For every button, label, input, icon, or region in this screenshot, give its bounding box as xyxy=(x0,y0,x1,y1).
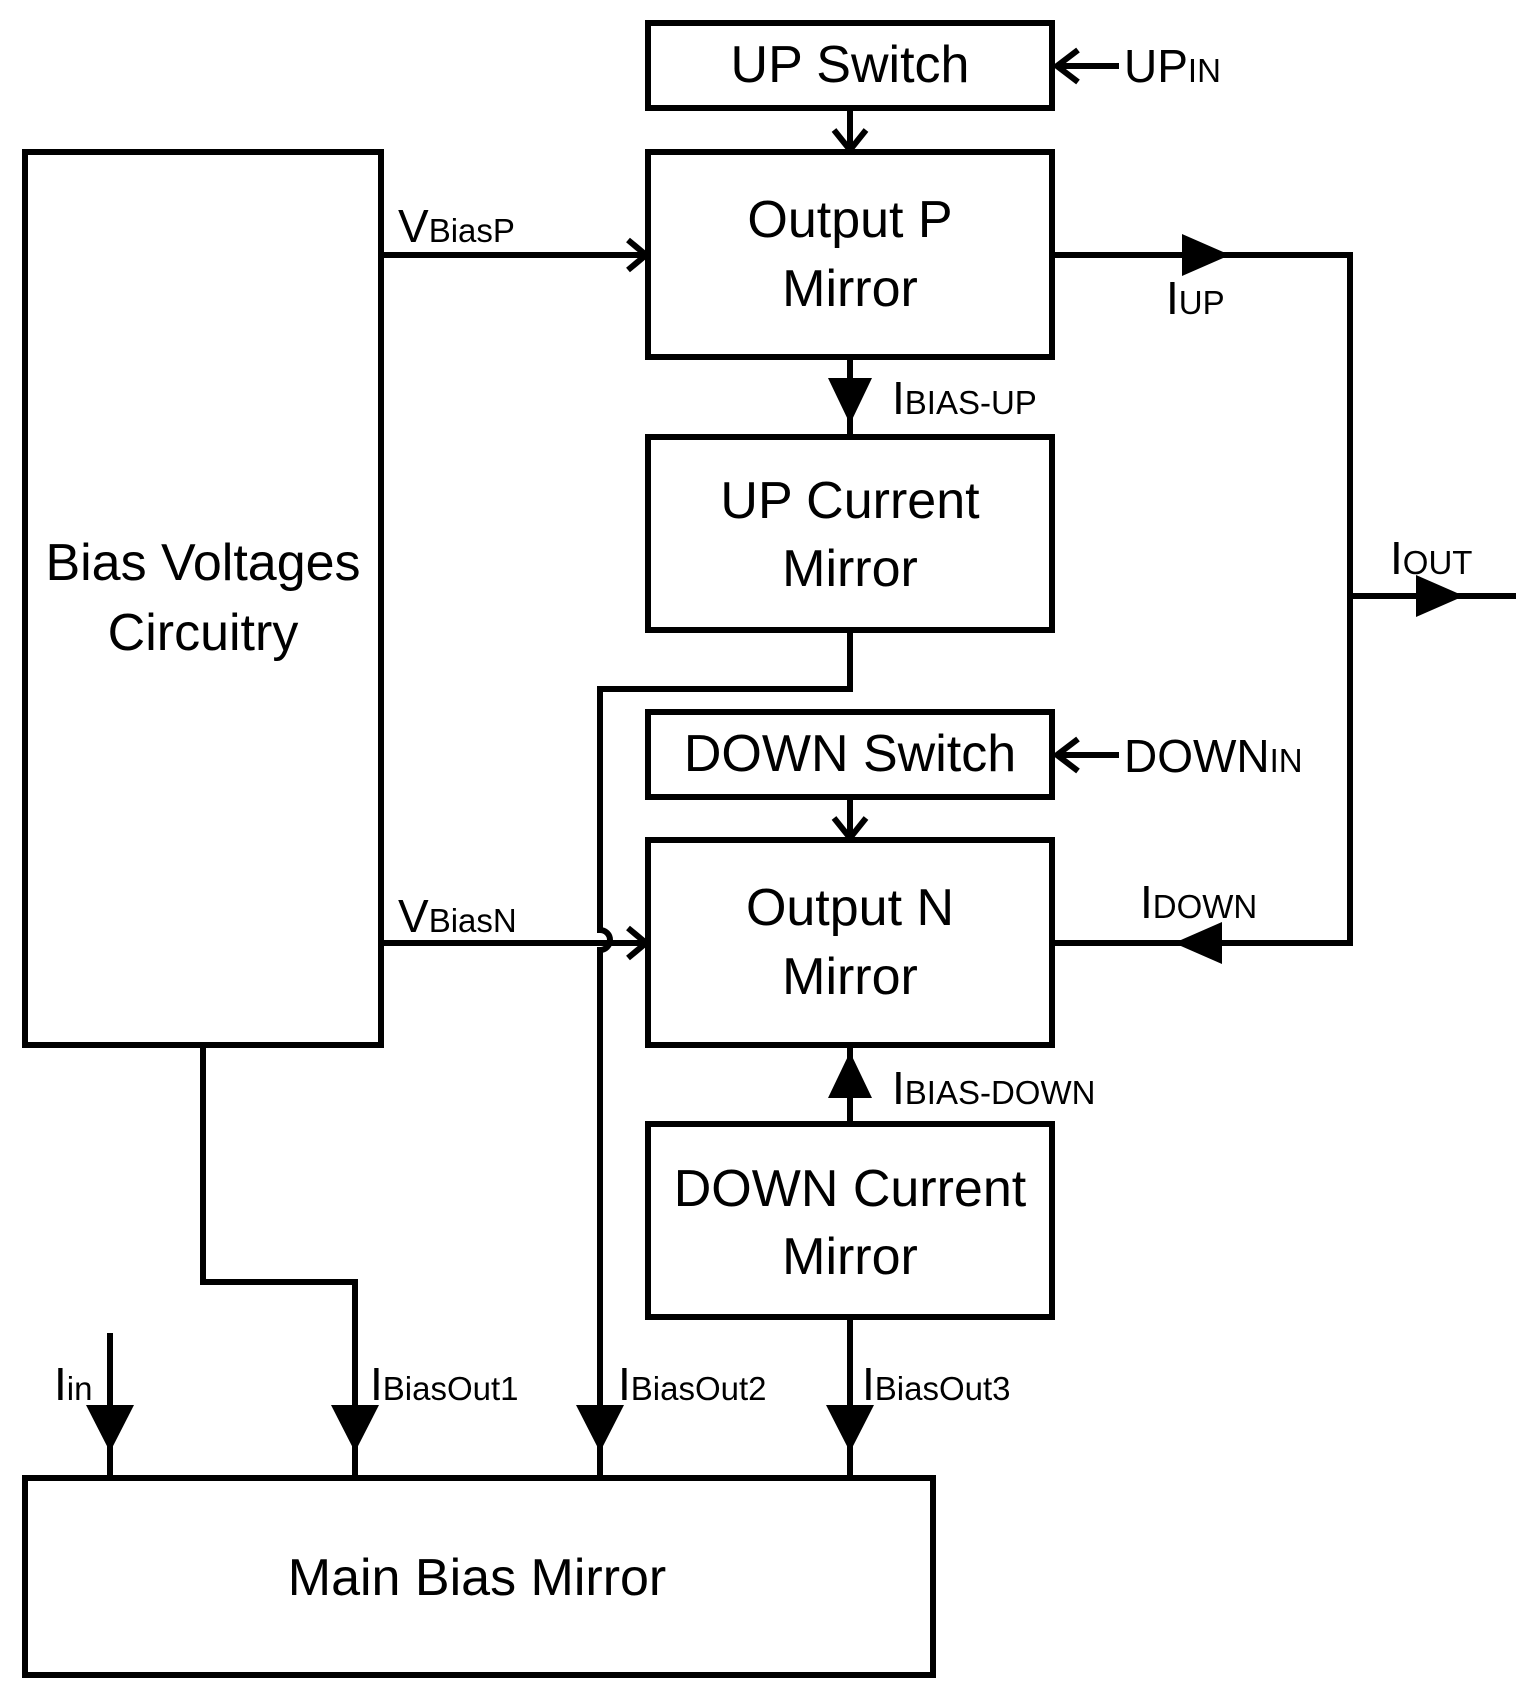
down-in-label: DOWNIN xyxy=(1124,730,1303,782)
up-in-arrowhead xyxy=(1052,47,1080,85)
i-bias-up-arrowhead xyxy=(828,378,872,424)
i-out-label: IOUT xyxy=(1390,532,1472,584)
svg-text:Mirror: Mirror xyxy=(782,540,918,598)
i-bias-down-label: IBIAS-DOWN xyxy=(892,1062,1095,1114)
output-n-line1: Output N xyxy=(746,879,954,937)
down-in-arrowhead xyxy=(1052,736,1080,774)
svg-text:UP Current: UP Current xyxy=(720,472,980,530)
i-bias-out2-label: IBiasOut2 xyxy=(618,1358,767,1410)
svg-text:Main Bias Mirror: Main Bias Mirror xyxy=(288,1549,667,1607)
i-out-arrowhead xyxy=(1416,575,1464,617)
svg-text:Circuitry: Circuitry xyxy=(108,604,299,662)
i-up-arrowhead xyxy=(1182,234,1230,276)
i-up-wire xyxy=(1052,252,1353,946)
vbias-p-label: VBiasP xyxy=(398,200,515,252)
i-down-arrowhead xyxy=(1174,922,1222,964)
i-in-arrowhead xyxy=(86,1405,134,1452)
up-in-label: UPIN xyxy=(1124,40,1221,92)
output-n-line2: Mirror xyxy=(782,948,918,1006)
svg-text:Output N: Output N xyxy=(746,879,954,937)
bias-voltages-circuitry-block: Bias Voltages Circuitry xyxy=(22,149,384,1048)
i-bias-up-label: IBIAS-UP xyxy=(892,372,1037,424)
main-bias-mirror-block: Main Bias Mirror xyxy=(22,1475,936,1678)
vbias-p-arrowhead xyxy=(626,237,651,273)
output-p-line1: Output P xyxy=(747,191,952,249)
svg-text:DOWN Switch: DOWN Switch xyxy=(684,725,1016,783)
bias-voltages-line2: Circuitry xyxy=(108,604,299,662)
i-bias-down-arrowhead xyxy=(828,1052,872,1098)
svg-text:Mirror: Mirror xyxy=(782,260,918,318)
up-current-to-bias-out2-wire xyxy=(597,630,853,1476)
up-switch-label: UP Switch xyxy=(731,36,970,94)
down-switch-label: DOWN Switch xyxy=(684,725,1016,783)
i-down-label: IDOWN xyxy=(1140,876,1257,928)
up-switch-arrowhead xyxy=(831,128,869,155)
main-bias-label: Main Bias Mirror xyxy=(288,1549,667,1607)
svg-text:UP Switch: UP Switch xyxy=(731,36,970,94)
svg-text:Bias Voltages: Bias Voltages xyxy=(45,534,360,592)
svg-text:Mirror: Mirror xyxy=(782,948,918,1006)
up-current-line1: UP Current xyxy=(720,472,980,530)
i-up-label: IUP xyxy=(1166,272,1225,324)
down-current-line2: Mirror xyxy=(782,1228,918,1286)
vbias-n-arrowhead xyxy=(626,925,651,961)
i-bias-out1-label: IBiasOut1 xyxy=(370,1358,519,1410)
output-p-line2: Mirror xyxy=(782,260,918,318)
svg-text:Mirror: Mirror xyxy=(782,1228,918,1286)
vbias-n-label: VBiasN xyxy=(398,890,517,942)
output-p-mirror-block: Output P Mirror xyxy=(645,149,1055,360)
down-switch-block: DOWN Switch xyxy=(645,709,1055,800)
i-bias-out1-arrowhead xyxy=(331,1405,379,1452)
i-bias-out2-arrowhead xyxy=(576,1405,624,1452)
up-current-line2: Mirror xyxy=(782,540,918,598)
i-in-label: Iin xyxy=(54,1358,92,1410)
i-bias-out3-label: IBiasOut3 xyxy=(862,1358,1011,1410)
bias-voltages-line1: Bias Voltages xyxy=(45,534,360,592)
i-bias-out3-arrowhead xyxy=(826,1405,874,1452)
bias-voltages-to-bias-out1-wire xyxy=(200,1045,358,1476)
output-n-mirror-block: Output N Mirror xyxy=(645,837,1055,1048)
down-current-line1: DOWN Current xyxy=(674,1160,1027,1218)
down-current-mirror-block: DOWN Current Mirror xyxy=(645,1121,1055,1320)
down-switch-arrowhead xyxy=(831,816,869,843)
up-switch-block: UP Switch xyxy=(645,20,1055,111)
up-current-mirror-block: UP Current Mirror xyxy=(645,434,1055,633)
svg-text:Output P: Output P xyxy=(747,191,952,249)
svg-text:DOWN Current: DOWN Current xyxy=(674,1160,1027,1218)
